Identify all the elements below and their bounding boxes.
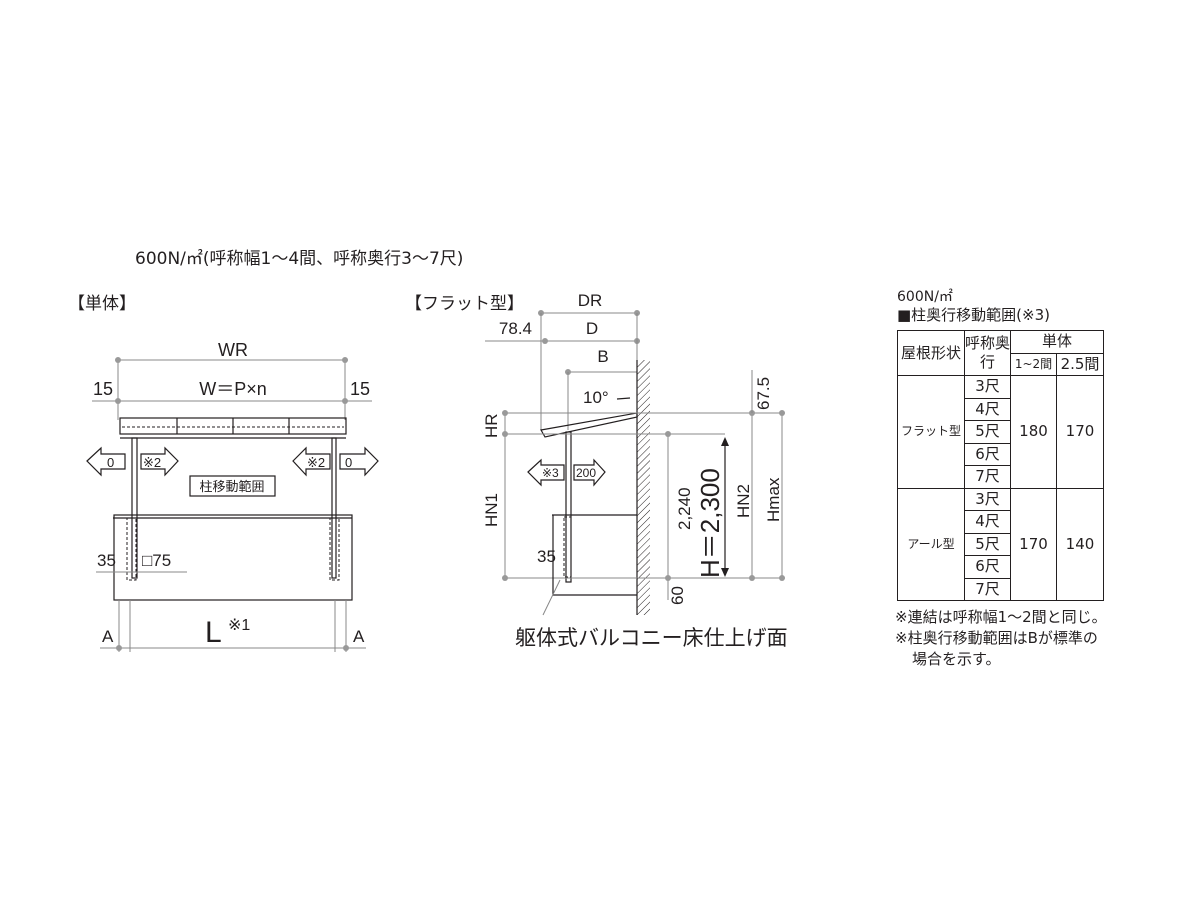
left-post: [131, 437, 138, 579]
load-spec-heading: 600N/㎡(呼称幅1～4間、呼称奥行3～7尺): [135, 249, 464, 269]
margin-left: 15: [93, 379, 113, 399]
arrow-right-out: [339, 446, 379, 477]
header-depth: 呼称奥行: [964, 330, 1011, 376]
d-label: D: [586, 319, 598, 338]
top-dim-label: 67.5: [754, 377, 773, 410]
header-single: 単体: [1010, 330, 1104, 354]
value-cell: 170: [1010, 487, 1057, 601]
right-post: [331, 437, 337, 579]
value-cell: 180: [1010, 375, 1057, 489]
hr-label: HR: [482, 413, 501, 438]
value-cell: 170: [1056, 375, 1104, 489]
floor-label: 躯体式バルコニー床仕上げ面: [515, 627, 788, 650]
depth-cell: 5尺: [964, 420, 1011, 444]
header-roof-shape: 屋根形状: [897, 330, 965, 376]
a-left: A: [102, 627, 114, 646]
depth-cell: 4尺: [964, 510, 1011, 534]
header-w12: 1~2間: [1010, 352, 1057, 376]
arrow-forward: [573, 458, 606, 487]
depth-cell: 5尺: [964, 532, 1011, 556]
depth-cell: 3尺: [964, 375, 1011, 399]
dr-label: DR: [578, 291, 603, 310]
post-size-label: □75: [142, 551, 171, 570]
arrow-back-label: ※3: [542, 466, 559, 480]
post-range-label: 柱移動範囲: [199, 479, 264, 494]
depth-cell: 7尺: [964, 465, 1011, 489]
hn1-label: HN1: [482, 493, 501, 527]
l-note: ※1: [228, 617, 250, 634]
header-w25: 2.5間: [1056, 352, 1104, 376]
arrow-in-left-label: ※2: [143, 455, 161, 470]
depth-cell: 4尺: [964, 397, 1011, 421]
depth-cell: 6尺: [964, 555, 1011, 579]
post-offset-label: 35: [97, 551, 116, 570]
flat-post-offset: 35: [537, 547, 556, 566]
b-label: B: [597, 347, 608, 366]
table-title: ■柱奥行移動範囲(※3): [897, 306, 1050, 324]
arrow-in-right-label: ※2: [307, 455, 325, 470]
wall: [637, 360, 650, 615]
sloped-roof: [540, 412, 638, 438]
overhang-label: 78.4: [499, 319, 532, 338]
depth-cell: 7尺: [964, 577, 1011, 601]
note-3: 場合を示す。: [912, 650, 1001, 668]
value-cell: 140: [1056, 487, 1104, 601]
depth-cell: 3尺: [964, 487, 1011, 511]
angle-label: 10°: [583, 388, 609, 407]
post: [565, 431, 572, 583]
dim-2240: 2,240: [675, 487, 694, 530]
roof-flat: フラット型: [897, 375, 965, 489]
roof-arch: アール型: [897, 487, 965, 601]
arrow-left-in: [140, 446, 179, 477]
single-title: 【単体】: [68, 294, 136, 313]
arrow-forward-label: 200: [576, 466, 596, 480]
hmax-label: Hmax: [764, 477, 783, 522]
depth-cell: 6尺: [964, 442, 1011, 466]
table-load: 600N/㎡: [897, 289, 953, 305]
l-label: L: [205, 616, 222, 649]
dim-60: 60: [668, 586, 687, 605]
note-2: ※柱奥行移動範囲はBが標準の: [895, 629, 1098, 647]
arrow-left-out: [86, 446, 126, 477]
a-right: A: [353, 627, 365, 646]
flat-title: 【フラット型】: [405, 294, 524, 313]
h-label: H＝2,300: [695, 468, 725, 578]
arrow-right-in: [292, 446, 331, 477]
margin-right: 15: [350, 379, 370, 399]
note-1: ※連結は呼称幅1～2間と同じ。: [895, 608, 1107, 626]
w-formula: W＝P×n: [199, 379, 267, 399]
hn2-label: HN2: [734, 484, 753, 518]
arrow-out-right-label: 0: [345, 455, 352, 470]
balcony: [113, 514, 353, 601]
arrow-out-left-label: 0: [107, 455, 114, 470]
arrow-back: [527, 458, 565, 487]
wr-label: WR: [218, 340, 248, 360]
